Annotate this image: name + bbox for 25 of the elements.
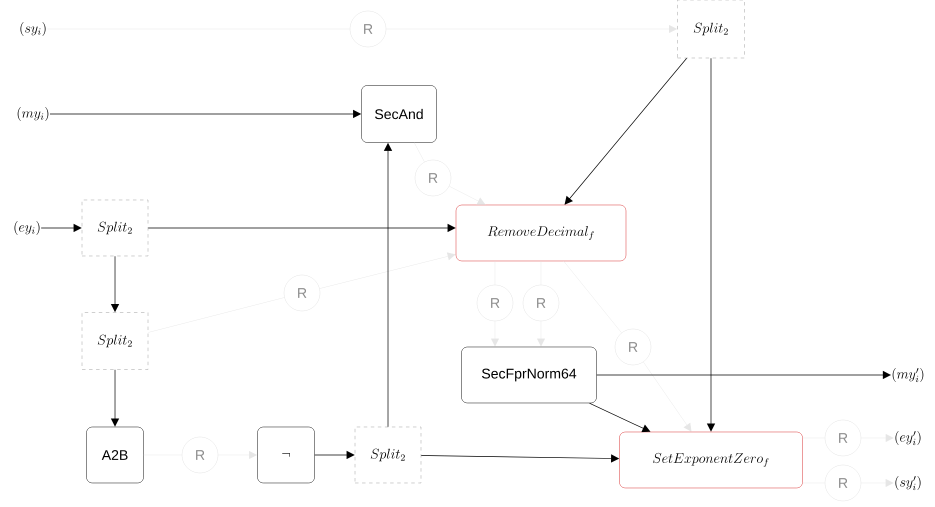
arrow: [861, 478, 894, 487]
arrow: [386, 24, 677, 33]
arrow: [319, 252, 456, 289]
split-box: $Split_2$: [354, 426, 422, 484]
terminal-label: $(sy_i)$: [20, 22, 46, 36]
function-box: $RemoveDecimal_f$: [456, 204, 626, 262]
terminal-label: $(ey'_i)$: [896, 430, 920, 446]
split-box: $Split_2$: [82, 312, 148, 370]
arrow: [643, 362, 692, 432]
function-box: $SetExponentZero_f$: [619, 432, 803, 488]
arrow: [537, 321, 546, 346]
process-box: SecAnd: [361, 85, 437, 143]
arrow: [491, 321, 500, 346]
arrow: [218, 450, 257, 459]
terminal-label: $(ey_i)$: [14, 220, 40, 236]
terminal-label: $(sy'_i)$: [895, 476, 921, 490]
terminal-label: $(my_i)$: [18, 106, 48, 122]
arrow: [861, 434, 894, 442]
split-box: $Split_2$: [677, 0, 745, 58]
process-box: A2B: [86, 426, 144, 484]
process-box: $\neg$: [257, 426, 315, 484]
split-box: $Split_2$: [82, 200, 148, 256]
arrow: [449, 186, 486, 205]
process-box: SecFprNorm64: [461, 346, 597, 404]
terminal-label: $(my'_i)$: [892, 368, 924, 382]
